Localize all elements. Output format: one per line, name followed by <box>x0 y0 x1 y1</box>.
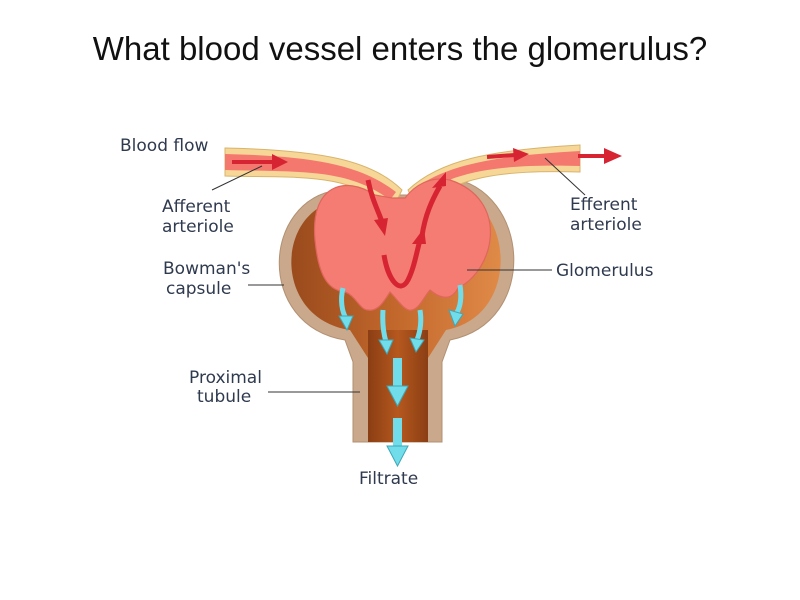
filtrate-arrow-exit-shaft <box>393 418 402 448</box>
leader-afferent <box>211 165 263 191</box>
slide-title: What blood vessel enters the glomerulus? <box>92 30 708 67</box>
blood-flow-arrows <box>232 148 622 289</box>
blood-arrow-out-2-head <box>604 148 622 164</box>
blood-arrow-up-head <box>432 172 446 188</box>
label-afferent-line1: Afferent <box>162 197 231 217</box>
filtrate-arrow-3 <box>414 309 424 341</box>
filtrate-arrow-tubule-head <box>386 385 409 408</box>
leader-efferent <box>544 157 586 196</box>
label-afferent-line2: arteriole <box>162 217 234 237</box>
label-efferent-line1: Efferent <box>570 195 638 215</box>
glomerulus <box>313 178 491 311</box>
filtrate-arrows <box>338 284 464 468</box>
filtrate-arrow-4-head <box>448 309 464 328</box>
blood-arrow-u-turn-head <box>412 228 426 244</box>
blood-arrow-u-turn <box>381 239 423 289</box>
label-filtrate: Filtrate <box>359 469 418 489</box>
label-bowman-line1: Bowman's <box>163 259 250 279</box>
blood-arrow-down-head <box>374 218 388 236</box>
label-efferent-line2: arteriole <box>570 215 642 235</box>
efferent-lumen <box>410 151 580 200</box>
label-bowman-line2: capsule <box>166 279 231 299</box>
filtrate-arrow-tubule-shaft <box>393 358 402 388</box>
label-proximal-line1: Proximal <box>189 368 262 388</box>
blood-arrow-out-1 <box>486 153 516 159</box>
label-glomerulus: Glomerulus <box>556 261 654 281</box>
filtrate-arrow-3-head <box>409 337 425 354</box>
label-blood-flow: Blood flow <box>120 136 208 156</box>
blood-arrow-in-head <box>272 154 288 170</box>
afferent-lumen <box>225 154 396 200</box>
blood-arrow-out-1-head <box>513 148 529 162</box>
label-proximal-line2: tubule <box>197 387 251 407</box>
leader-lines <box>211 157 586 393</box>
filtrate-arrow-1-head <box>338 315 354 332</box>
filtrate-arrow-2-head <box>378 339 394 356</box>
filtrate-arrow-exit-head <box>386 445 409 468</box>
